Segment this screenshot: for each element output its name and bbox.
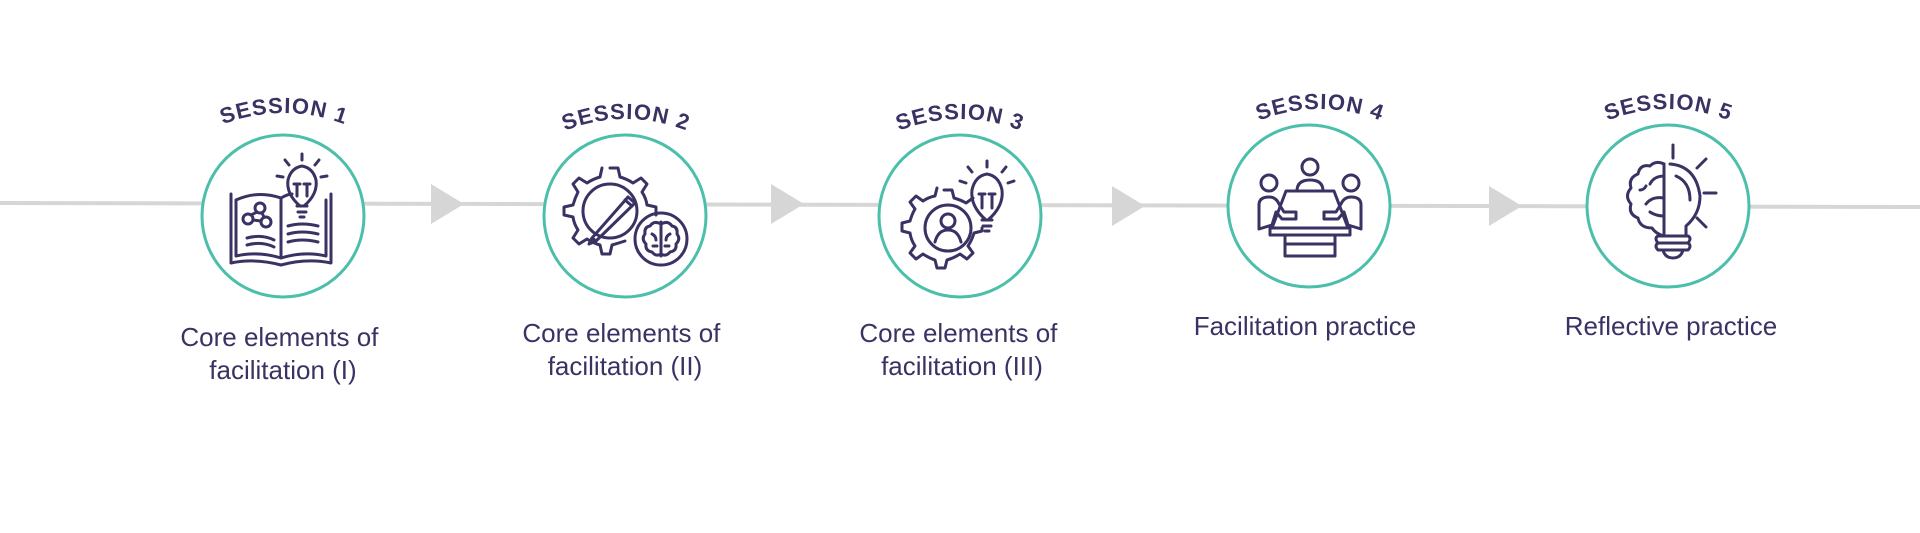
session-4-circle <box>1226 123 1392 289</box>
gear-pencil-brain-icon <box>562 166 689 267</box>
session-3-node: SESSION 3 Core elements of facilitation … <box>859 99 1064 381</box>
session-2-label: SESSION 2 <box>558 99 693 136</box>
meeting-table-icon <box>1257 157 1363 258</box>
timeline-arrow <box>1489 186 1522 226</box>
timeline-arrow <box>771 184 804 224</box>
session-5-node: SESSION 5 Reflective practice <box>1565 89 1777 341</box>
timeline-arrow <box>1112 186 1145 226</box>
session-1-circle <box>200 133 366 299</box>
session-4-title: Facilitation practice <box>1194 311 1417 341</box>
session-5-label: SESSION 5 <box>1601 89 1736 125</box>
timeline-arrow <box>431 184 464 224</box>
session-4-node: SESSION 4 Facilitation practice <box>1194 89 1417 341</box>
session-5-circle <box>1585 123 1751 289</box>
gear-person-lightbulb-icon <box>900 159 1016 270</box>
session-3-circle <box>877 133 1043 299</box>
brain-lightbulb-icon <box>1626 143 1718 260</box>
session-3-title: Core elements of facilitation (III) <box>859 318 1064 381</box>
session-3-label: SESSION 3 <box>892 99 1027 136</box>
session-1-label: SESSION 1 <box>216 93 351 129</box>
session-1-title: Core elements of facilitation (I) <box>180 322 385 385</box>
session-5-title: Reflective practice <box>1565 311 1777 341</box>
session-1-node: SESSION 1 <box>180 93 385 385</box>
session-2-node: SESSION 2 Core elements of facilitation … <box>522 99 727 381</box>
book-lightbulb-icon <box>229 152 333 267</box>
session-2-title: Core elements of facilitation (II) <box>522 318 727 381</box>
session-4-label: SESSION 4 <box>1252 89 1387 126</box>
